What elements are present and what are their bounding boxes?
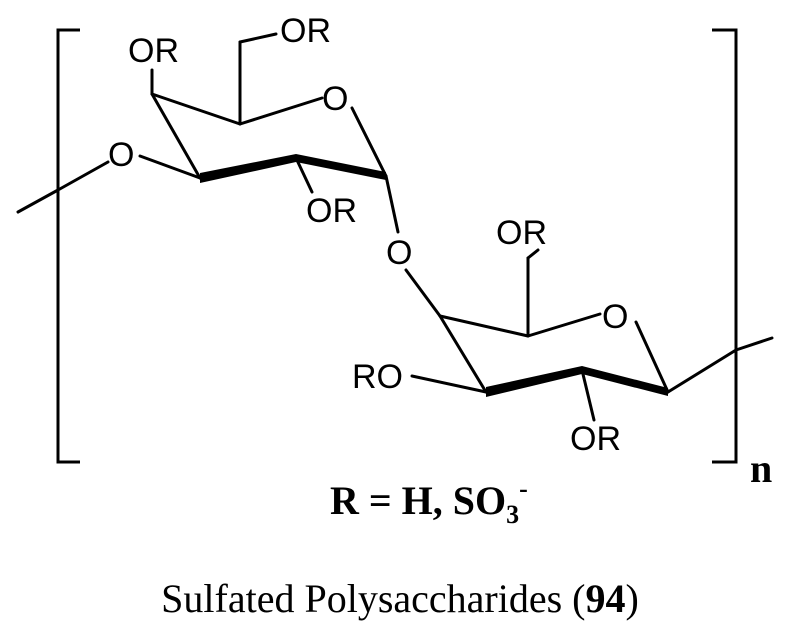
upper-c2-or-label: OR (306, 192, 357, 230)
upper-ring-wedge-right (296, 154, 386, 180)
lower-c2-or-label: OR (570, 420, 621, 458)
caption-close: ) (626, 576, 639, 621)
upper-ring-wedge-left (200, 154, 296, 183)
r-definition-prefix: R = H, SO (330, 478, 506, 523)
right-bracket (712, 28, 738, 464)
r-definition-subscript: 3 (506, 500, 519, 529)
repeat-subscript-n: n (750, 446, 772, 491)
lower-ring-oxygen: O (602, 298, 628, 336)
caption-name: Sulfated Polysaccharides ( (161, 576, 585, 621)
upper-ring-bonds (16, 32, 400, 234)
lower-c3-ro-label: RO (352, 358, 403, 396)
caption-number: 94 (586, 576, 626, 621)
r-definition-superscript: - (519, 474, 528, 503)
lower-ring-wedge-left (486, 366, 582, 397)
glycosidic-oxygen: O (386, 234, 412, 272)
lower-c6-or-label: OR (496, 214, 547, 252)
lower-ring-bonds (410, 248, 774, 422)
left-bracket (56, 28, 80, 464)
caption: Sulfated Polysaccharides (94) (161, 576, 639, 621)
upper-ring-oxygen: O (322, 80, 348, 118)
upper-c4-or-label: OR (128, 32, 179, 70)
lower-ring-wedge-right (582, 366, 668, 396)
glycosidic-bond (404, 268, 442, 318)
upper-c6-or-label: OR (280, 12, 331, 50)
r-definition: R = H, SO3- (330, 474, 528, 529)
upper-chain-oxygen: O (108, 136, 134, 174)
